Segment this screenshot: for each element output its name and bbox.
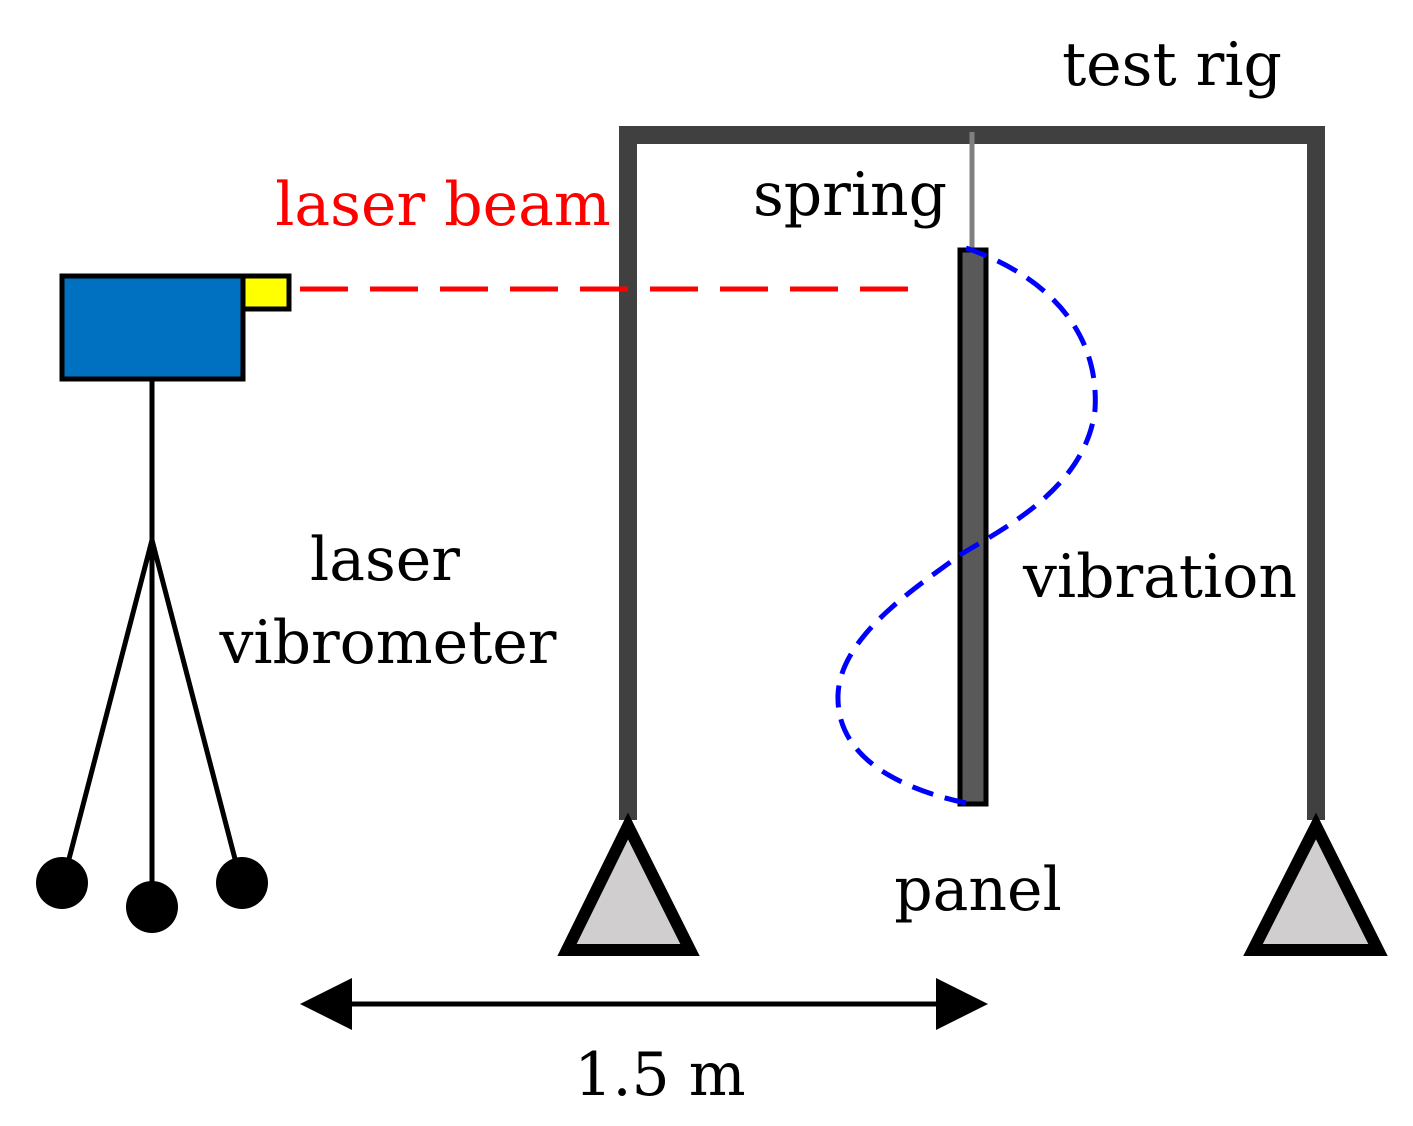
laser-vibrometer-label-line2: vibrometer (218, 608, 556, 678)
tripod-leg-right (149, 539, 244, 883)
tripod-leg-left (60, 539, 155, 883)
left-support-triangle (557, 812, 700, 956)
vibrometer-lens (240, 273, 292, 312)
tripod-foot-left (36, 857, 88, 909)
laser-beam-label: laser beam (275, 170, 611, 240)
distance-arrowhead-left (300, 978, 352, 1030)
tripod (60, 379, 244, 906)
right-support-triangle (1243, 812, 1388, 956)
panel-label: panel (894, 855, 1062, 925)
distance-arrowhead-right (936, 978, 988, 1030)
vibration-label: vibration (1022, 542, 1297, 612)
test-rig-label: test rig (1062, 30, 1282, 100)
panel-rect (957, 247, 989, 807)
vibrometer-body (59, 273, 246, 382)
vibration-wave (835, 245, 1098, 806)
distance-label: 1.5 m (574, 1040, 745, 1110)
laser-vibrometer-label-line1: laser (310, 525, 460, 595)
tripod-foot-center (126, 881, 178, 933)
tripod-foot-right (216, 857, 268, 909)
spring-label: spring (753, 160, 947, 230)
